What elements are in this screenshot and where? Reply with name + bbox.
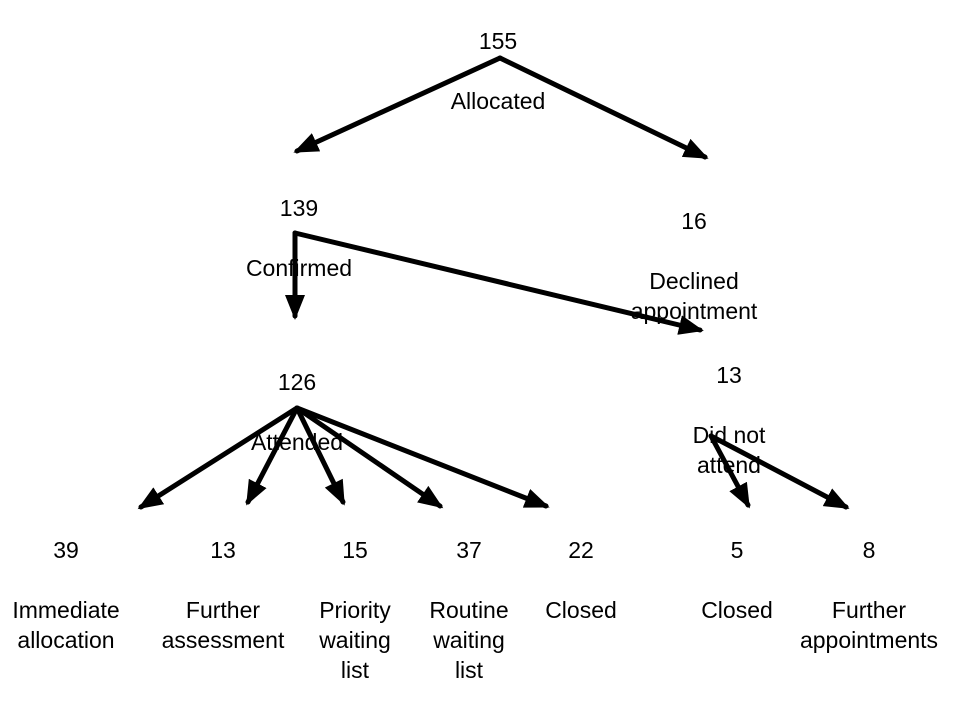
node-did-not-attend-count: 13 [716, 362, 742, 388]
node-attended-label: Attended [250, 429, 344, 455]
node-did-not-attend: 13 Did not attend [693, 330, 766, 510]
arrow-did-not-attend-to-closed-dna [708, 433, 751, 509]
arrow-did-not-attend-to-further-appointments [708, 433, 850, 510]
node-allocated-label: Allocated [450, 88, 546, 114]
arrow-attended-to-priority-waiting [294, 405, 346, 506]
node-immediate-allocation-label: Immediate allocation [12, 597, 120, 653]
node-closed-attended-label: Closed [545, 597, 617, 623]
node-did-not-attend-label: Did not attend [692, 422, 766, 478]
arrow-attended-to-further-assessment [245, 405, 300, 506]
arrow-allocated-to-confirmed [293, 55, 503, 154]
node-declined-label: Declined appointment [630, 268, 758, 324]
node-closed-attended-count: 22 [568, 537, 594, 563]
node-declined: 16 Declined appointment [631, 176, 758, 356]
node-confirmed-count: 139 [279, 195, 319, 221]
node-closed-dna-label: Closed [701, 597, 773, 623]
node-further-appointments-label: Further appointments [799, 597, 939, 653]
node-routine-waiting-list-count: 37 [456, 537, 482, 563]
node-priority-waiting-list-label: Priority waiting list [319, 597, 391, 683]
node-declined-count: 16 [681, 208, 707, 234]
node-further-appointments-count: 8 [862, 537, 876, 563]
node-closed-dna-count: 5 [730, 537, 744, 563]
node-attended-count: 126 [277, 369, 317, 395]
node-immediate-allocation: 39 Immediate allocation [12, 505, 119, 685]
node-further-assessment-count: 13 [210, 537, 236, 563]
flow-diagram [137, 55, 850, 510]
arrow-confirmed-to-did-not-attend [292, 230, 704, 335]
arrow-attended-to-closed-attended [294, 405, 550, 509]
arrow-attended-to-routine-waiting [294, 405, 444, 509]
node-priority-waiting-list-count: 15 [342, 537, 368, 563]
node-closed-dna: 5 Closed [701, 505, 773, 655]
node-allocated-count: 155 [478, 28, 518, 54]
edge-layer [137, 55, 850, 510]
node-immediate-allocation-count: 39 [53, 537, 79, 563]
node-attended: 126 Attended [251, 337, 343, 487]
node-further-appointments: 8 Further appointments [800, 505, 938, 685]
node-further-assessment-label: Further assessment [161, 597, 285, 653]
node-routine-waiting-list: 37 Routine waiting list [429, 505, 508, 715]
arrow-attended-to-immediate-allocation [137, 405, 300, 510]
node-priority-waiting-list: 15 Priority waiting list [319, 505, 391, 715]
node-further-assessment: 13 Further assessment [162, 505, 285, 685]
node-confirmed: 139 Confirmed [246, 163, 352, 313]
node-closed-attended: 22 Closed [545, 505, 617, 655]
node-confirmed-label: Confirmed [245, 255, 353, 281]
node-allocated: 155 Allocated [451, 0, 546, 146]
arrow-allocated-to-declined [497, 55, 709, 160]
node-routine-waiting-list-label: Routine waiting list [429, 597, 509, 683]
